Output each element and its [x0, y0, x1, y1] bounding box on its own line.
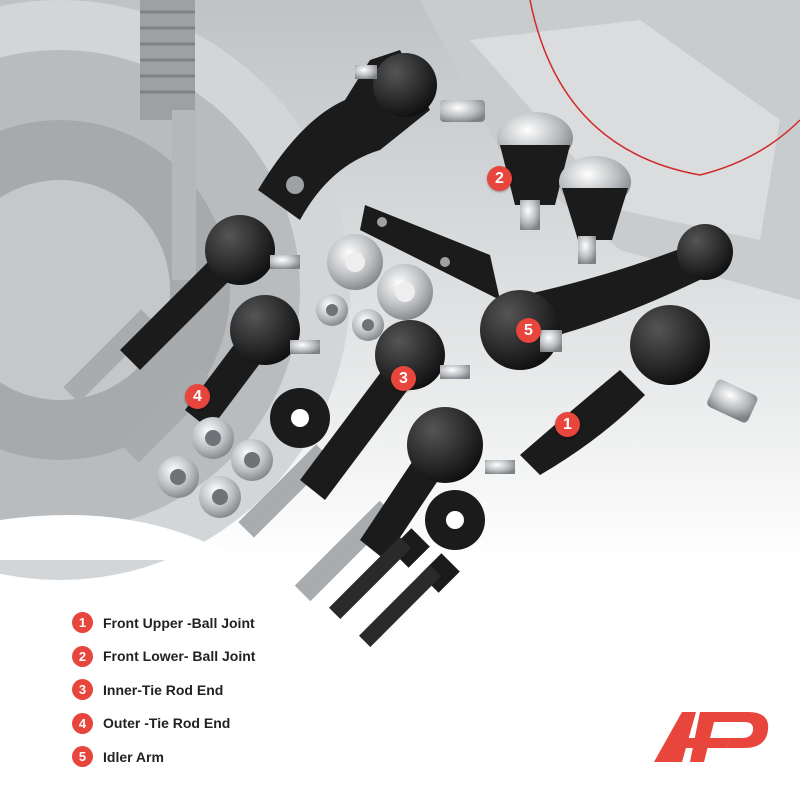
legend-number: 5: [72, 746, 93, 768]
legend-label: Front Upper -Ball Joint: [103, 614, 255, 631]
tie-rod-end-long: [63, 215, 300, 403]
lock-nuts: [157, 294, 384, 518]
legend-number: 2: [72, 645, 93, 667]
marker-label: 4: [193, 387, 202, 405]
marker-outer-tie-rod-end: 4: [185, 384, 210, 409]
idler-arm: [480, 224, 733, 370]
lower-ball-joint-a: [497, 112, 573, 230]
marker-label: 5: [524, 321, 533, 339]
legend-label: Idler Arm: [103, 748, 164, 765]
washers: [270, 234, 485, 550]
idler-bracket: [360, 205, 500, 300]
legend-item: 1 Front Upper -Ball Joint: [72, 606, 402, 640]
marker-upper-ball-joint: 1: [555, 412, 580, 437]
legend-label: Outer -Tie Rod End: [103, 715, 231, 732]
marker-idler-arm: 5: [516, 318, 541, 343]
bolts: [328, 528, 460, 648]
a-premium-logo-icon: [654, 712, 769, 762]
marker-label: 3: [399, 369, 408, 387]
legend-item: 2 Front Lower- Ball Joint: [72, 640, 402, 674]
legend-number: 3: [72, 679, 93, 701]
upper-control-arm: [258, 50, 485, 220]
tie-rod-end-lower: [294, 407, 515, 602]
parts-legend: 1 Front Upper -Ball Joint 2 Front Lower-…: [72, 606, 402, 774]
legend-item: 5 Idler Arm: [72, 740, 402, 774]
marker-inner-tie-rod-end: 3: [391, 366, 416, 391]
lower-ball-joint-b: [559, 156, 631, 264]
legend-label: Inner-Tie Rod End: [103, 681, 224, 698]
legend-number: 1: [72, 612, 93, 634]
marker-label: 1: [563, 415, 572, 433]
marker-lower-ball-joint: 2: [487, 166, 512, 191]
marker-label: 2: [495, 169, 504, 187]
legend-item: 3 Inner-Tie Rod End: [72, 673, 402, 707]
legend-number: 4: [72, 712, 93, 734]
upper-ball-joint: [520, 305, 758, 475]
legend-item: 4 Outer -Tie Rod End: [72, 707, 402, 741]
legend-label: Front Lower- Ball Joint: [103, 648, 256, 665]
